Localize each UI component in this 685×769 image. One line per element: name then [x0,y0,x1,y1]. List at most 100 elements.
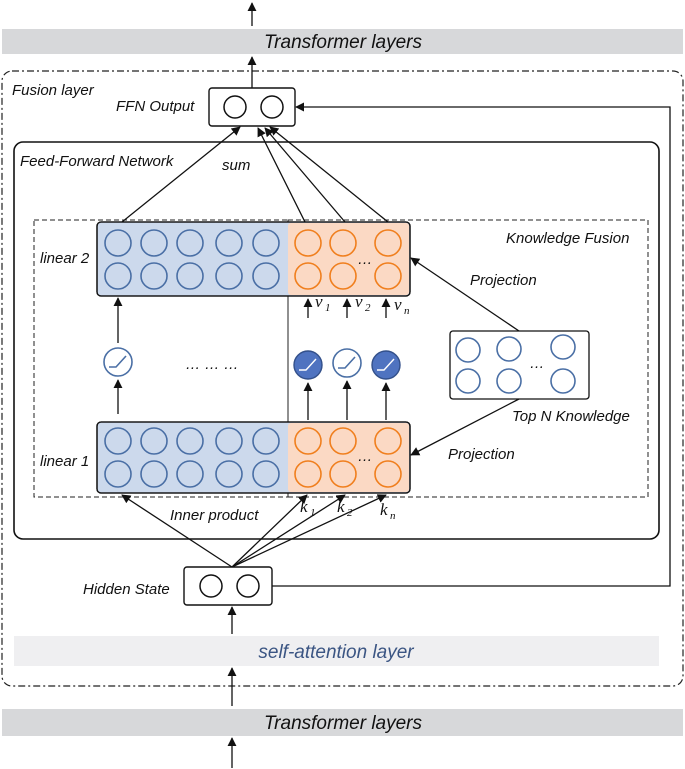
top-transformer-bar [2,29,683,54]
arrow-v1-to-output [257,127,306,223]
top-transformer-label: Transformer layers [264,32,423,53]
ffn-label: Feed-Forward Network [20,153,175,170]
svg-text:n: n [404,305,410,317]
knowledge-neuron [550,334,576,360]
ffn-frame [13,141,660,540]
arrow-hidden-to-k2 [231,494,346,568]
knowledge-fusion-region [287,219,649,498]
activation-unit-left [103,347,133,377]
bottom-transformer-bar [2,709,683,736]
hidden-neuron [104,262,132,290]
arrow-linear2-to-output [121,126,241,223]
residual-connection [272,102,671,587]
svg-text:v: v [315,292,323,311]
svg-text:k: k [300,497,308,516]
arrow-hidden-to-linear1 [121,494,233,568]
hidden-neuron [176,460,204,488]
self-attention-bar [14,636,659,666]
hidden-neuron [176,427,204,455]
knowledge-neuron [496,336,522,362]
knowledge-neuron [294,460,322,488]
svg-text:v: v [355,292,363,311]
activation-unit-k2 [332,348,362,378]
svg-text:v: v [394,295,402,314]
hidden-neuron [140,229,168,257]
svg-text:1: 1 [310,507,316,519]
hidden-neuron [252,262,280,290]
hidden-neuron [252,460,280,488]
linear2-label: linear 2 [40,250,90,267]
projection-bottom-label: Projection [448,446,515,463]
svg-text:k: k [380,500,388,519]
hidden-neuron [215,460,243,488]
top-n-cell-ellipsis: … [530,355,545,372]
arrow-hidden-to-kn [231,494,387,568]
hidden-state-neuron [199,574,223,598]
knowledge-neuron [374,262,402,290]
svg-text:1: 1 [325,302,331,314]
hidden-state-neuron [236,574,260,598]
hidden-units-ellipsis: … … … [185,356,238,373]
inner-product-label: Inner product [170,507,259,524]
hidden-neuron [252,427,280,455]
svg-text:2: 2 [347,507,353,519]
fusion-layer-label: Fusion layer [12,82,95,99]
ffn-output-neuron [223,95,247,119]
arrow-v2-to-output [264,127,346,223]
knowledge-neuron [294,262,322,290]
hidden-state-label: Hidden State [83,581,170,598]
hidden-neuron [140,460,168,488]
arrow-vn-to-output [269,126,389,223]
hidden-neuron [104,460,132,488]
knowledge-neuron [455,368,481,394]
hidden-neuron [104,229,132,257]
knowledge-neuron [329,460,357,488]
knowledge-fusion-label: Knowledge Fusion [506,230,629,247]
knowledge-neuron [329,229,357,257]
projection-top-label: Projection [470,272,537,289]
knowledge-neuron [374,460,402,488]
activation-unit-kn [371,350,401,380]
arrow-hidden-to-k1 [231,494,308,568]
knowledge-neuron [374,229,402,257]
svg-text:n: n [390,510,396,522]
knowledge-neuron [294,427,322,455]
knowledge-neuron [496,368,522,394]
ffn-output-neuron [260,95,284,119]
activation-unit-k1 [293,350,323,380]
knowledge-neuron [455,337,481,363]
hidden-neuron [215,229,243,257]
linear2-cell-ellipsis: … [358,251,373,268]
arrow-projection-to-keys [410,398,520,456]
knowledge-neuron [550,368,576,394]
hidden-neuron [215,427,243,455]
bottom-transformer-label: Transformer layers [264,713,423,734]
hidden-neuron [215,262,243,290]
svg-text:k: k [337,497,345,516]
hidden-neuron [176,229,204,257]
linear1-knowledge-segment [288,423,409,492]
knowledge-neuron [294,229,322,257]
hidden-neuron [252,229,280,257]
knowledge-neuron [329,262,357,290]
linear2-knowledge-segment [288,223,409,295]
ffn-output-label: FFN Output [116,98,195,115]
knowledge-neuron [374,427,402,455]
top-n-knowledge-box [449,330,590,400]
self-attention-label: self-attention layer [258,642,414,663]
arrow-projection-to-values [410,257,520,332]
hidden-neuron [140,427,168,455]
svg-text:2: 2 [365,302,371,314]
hidden-neuron [140,262,168,290]
top-n-knowledge-label: Top N Knowledge [512,408,630,425]
knowledge-neuron [329,427,357,455]
linear1-cell-ellipsis: … [358,448,373,465]
linear-dashed-region [33,219,289,498]
